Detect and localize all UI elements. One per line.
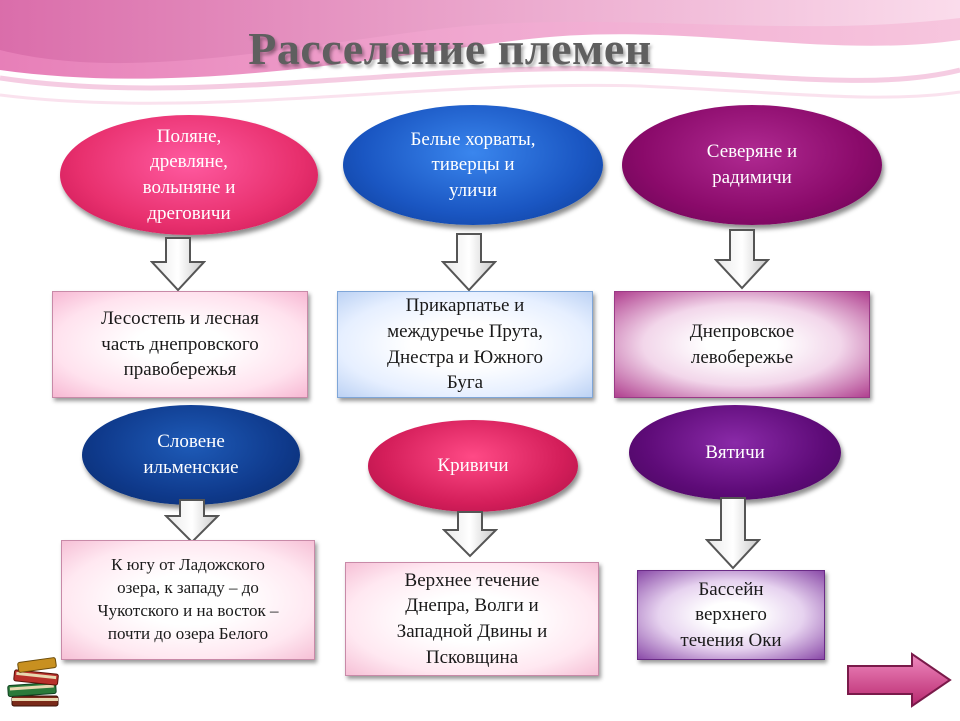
tribe-ellipse-6: Вятичи bbox=[629, 405, 841, 500]
down-arrow-icon bbox=[705, 496, 761, 570]
region-box-6: Бассейн верхнего течения Оки bbox=[637, 570, 825, 660]
region-box-5: Верхнее течение Днепра, Волги и Западной… bbox=[345, 562, 599, 676]
tribe-ellipse-1: Поляне, древляне, волыняне и дреговичи bbox=[60, 115, 318, 235]
region-label-3: Днепровское левобережье bbox=[689, 320, 795, 368]
region-label-4: К югу от Ладожского озера, к западу – до… bbox=[97, 555, 279, 643]
tribe-ellipse-2: Белые хорваты, тиверцы и уличи bbox=[343, 105, 603, 225]
tribe-label-6: Вятичи bbox=[705, 441, 765, 463]
tribe-ellipse-4: Словене ильменские bbox=[82, 405, 300, 505]
down-arrow-icon bbox=[442, 510, 498, 558]
region-box-4: К югу от Ладожского озера, к западу – до… bbox=[61, 540, 315, 660]
region-box-2: Прикарпатье и междуречье Прута, Днестра … bbox=[337, 291, 593, 398]
tribe-label-4: Словене ильменские bbox=[143, 431, 239, 478]
down-arrow-icon bbox=[714, 228, 770, 290]
region-label-2: Прикарпатье и междуречье Прута, Днестра … bbox=[387, 295, 543, 394]
down-arrow-icon bbox=[164, 498, 220, 544]
region-label-5: Верхнее течение Днепра, Волги и Западной… bbox=[396, 569, 548, 668]
next-arrow-icon[interactable] bbox=[846, 652, 952, 713]
down-arrow-icon bbox=[150, 236, 206, 292]
tribe-ellipse-5: Кривичи bbox=[368, 420, 578, 512]
down-arrow-icon bbox=[441, 232, 497, 292]
tribe-label-5: Кривичи bbox=[437, 455, 509, 477]
page-title: Расселение племен bbox=[248, 23, 652, 74]
tribe-label-2: Белые хорваты, тиверцы и уличи bbox=[410, 128, 536, 201]
region-box-3: Днепровское левобережье bbox=[614, 291, 870, 398]
region-label-6: Бассейн верхнего течения Оки bbox=[680, 578, 782, 651]
books-icon bbox=[2, 650, 68, 721]
tribe-label-1: Поляне, древляне, волыняне и дреговичи bbox=[142, 125, 236, 224]
tribe-ellipse-3: Северяне и радимичи bbox=[622, 105, 882, 225]
tribe-label-3: Северяне и радимичи bbox=[706, 141, 798, 188]
region-box-1: Лесостепь и лесная часть днепровского пр… bbox=[52, 291, 308, 398]
region-label-1: Лесостепь и лесная часть днепровского пр… bbox=[101, 308, 259, 381]
